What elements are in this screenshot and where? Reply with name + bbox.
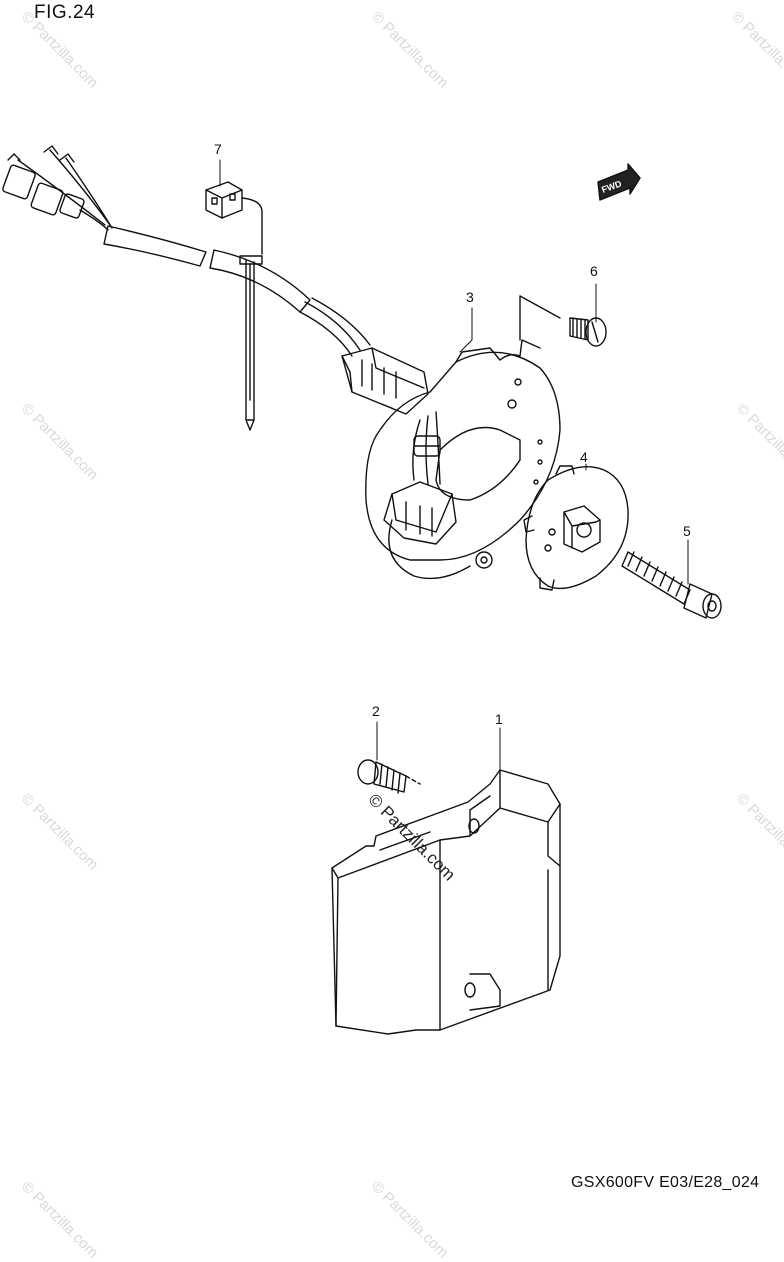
igniter-unit	[331, 769, 561, 1035]
callout-7: 7	[214, 141, 222, 157]
screw-6	[569, 317, 607, 347]
callout-2: 2	[372, 703, 380, 719]
callout-3: 3	[466, 289, 474, 305]
wiring-harness	[2, 145, 429, 415]
forward-arrow-icon: FWD	[597, 163, 641, 201]
signal-rotor	[523, 465, 629, 591]
figure-label: FIG.24	[34, 2, 96, 23]
drawing-code: GSX600FV E03/E28_024	[571, 1174, 760, 1191]
screw-2	[357, 759, 421, 794]
callout-1: 1	[495, 711, 503, 727]
wiring-clamp	[205, 181, 263, 431]
callout-5: 5	[683, 523, 691, 539]
bolt-5	[621, 551, 722, 619]
callout-leaders	[219, 159, 689, 773]
callout-6: 6	[590, 263, 598, 279]
pickup-plate	[365, 295, 561, 580]
parts-diagram: FWD	[2, 141, 722, 1035]
callout-4: 4	[580, 449, 588, 465]
